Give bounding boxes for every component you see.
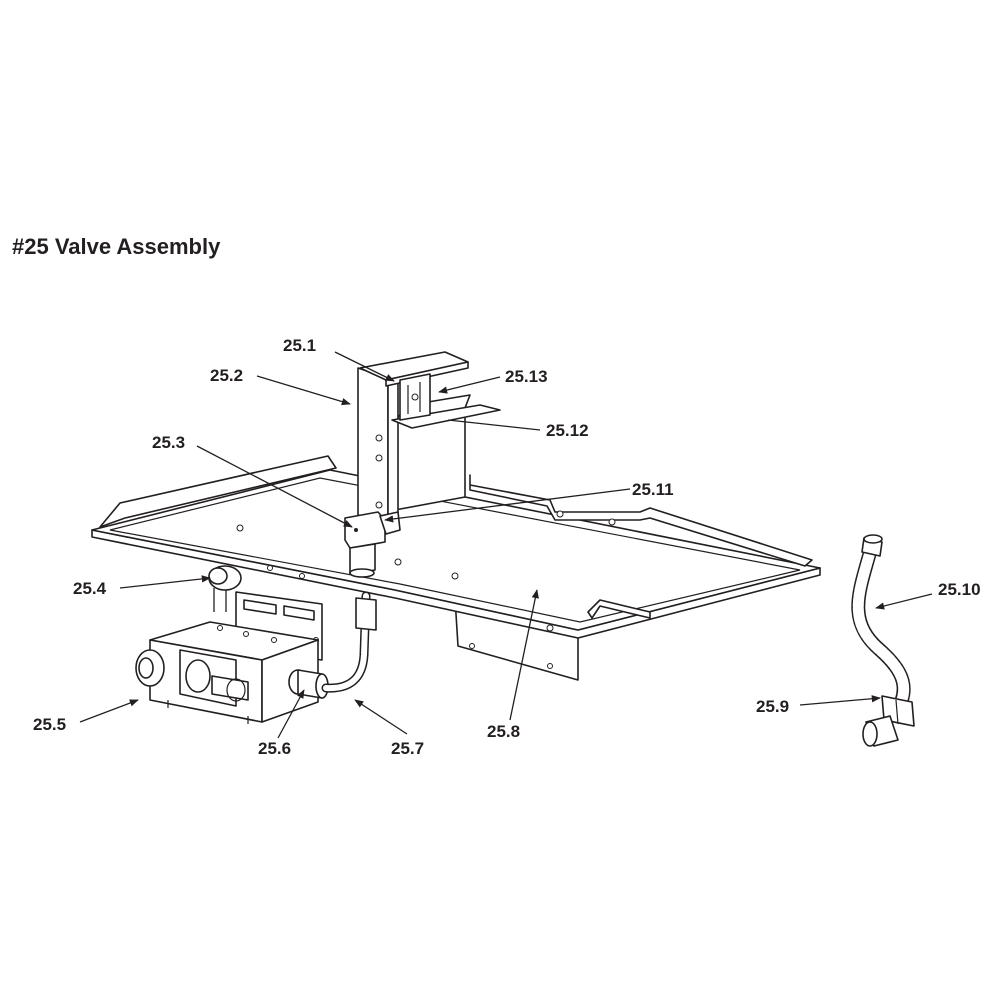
leader-lines (79, 351, 933, 739)
diagram-title: #25 Valve Assembly (12, 234, 221, 259)
pilot-tube (321, 591, 377, 693)
callout-25-13: 25.13 (505, 367, 548, 386)
callout-25-11: 25.11 (632, 480, 674, 499)
callout-25-2: 25.2 (210, 366, 244, 385)
callout-25-9: 25.9 (756, 697, 790, 716)
callout-25-10: 25.10 (938, 580, 981, 599)
callout-25-5: 25.5 (33, 715, 67, 734)
pipe-elbow (208, 565, 242, 612)
callout-25-4: 25.4 (73, 579, 107, 598)
gas-valve (135, 621, 319, 724)
callout-25-8: 25.8 (487, 722, 521, 741)
outlet-fitting (288, 669, 329, 699)
upright-bracket (357, 351, 501, 526)
callout-25-7: 25.7 (391, 739, 425, 758)
thermocouple-connector (344, 511, 401, 578)
callout-25-6: 25.6 (258, 739, 292, 758)
callout-25-12: 25.12 (546, 421, 589, 440)
callout-25-1: 25.1 (283, 336, 317, 355)
callout-25-3: 25.3 (152, 433, 186, 452)
gas-line-fitting (862, 695, 915, 747)
mounting-plate (91, 455, 821, 681)
flex-gas-line (851, 534, 911, 719)
